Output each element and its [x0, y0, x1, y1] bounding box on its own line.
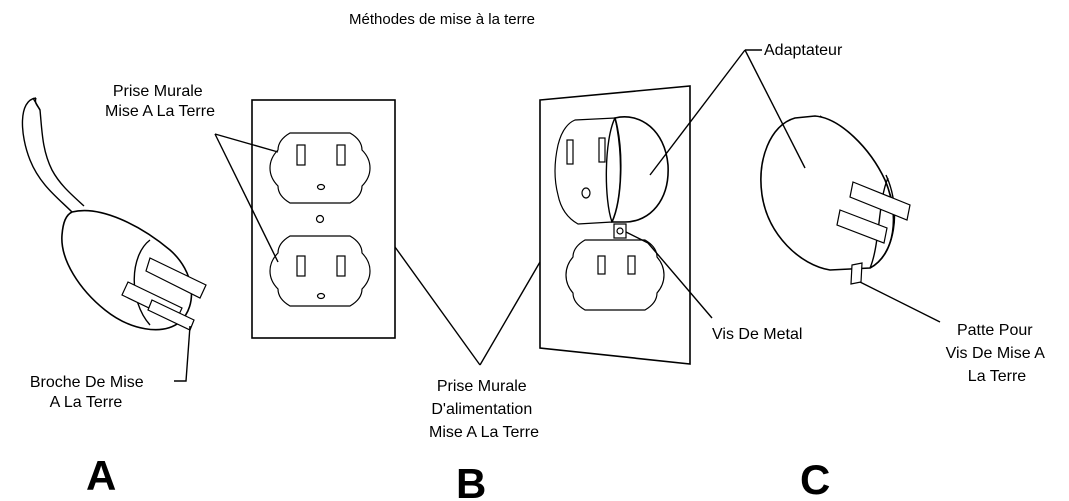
grounded-wall-outlet-drawing	[251, 99, 396, 339]
grounding-adapter-drawing	[760, 115, 911, 285]
label-ground-screw-tab: Patte Pour Vis De Mise A La Terre	[946, 322, 1049, 385]
label-metal-screw: Vis De Metal	[712, 326, 802, 343]
figure-letter-b: B	[456, 460, 486, 501]
outlet-with-adapter-drawing	[539, 85, 691, 365]
leader-lines	[174, 49, 941, 382]
label-ground-pin: Broche De Mise A La Terre	[30, 374, 148, 411]
diagram-title: Méthodes de mise à la terre	[349, 11, 535, 28]
three-prong-plug-drawing	[21, 97, 207, 331]
figure-letter-a: A	[86, 452, 116, 499]
label-power-wall-outlet: Prise Murale D'alimentation Mise A La Te…	[429, 378, 539, 441]
label-grounded-wall-outlet: Prise Murale Mise A La Terre	[105, 83, 215, 120]
label-adapter: Adaptateur	[764, 42, 843, 59]
figure-letter-c: C	[800, 456, 830, 501]
